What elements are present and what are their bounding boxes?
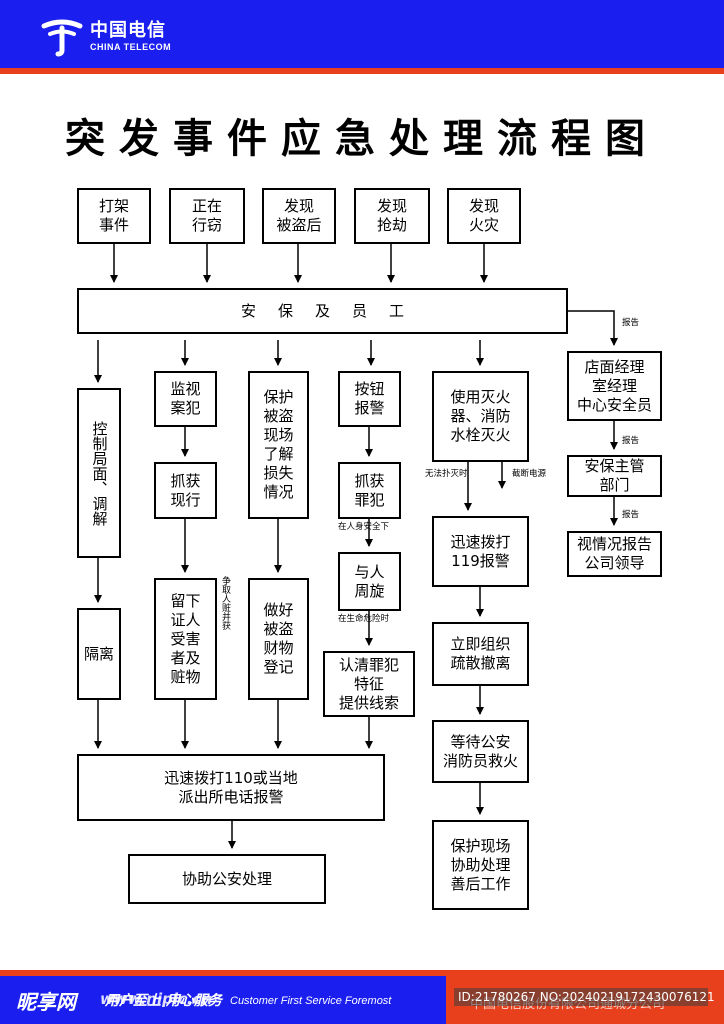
footer-stripe <box>0 970 724 976</box>
node-use-extinguisher: 使用灭火 器、消防 水栓灭火 <box>432 371 529 462</box>
note-report-3: 报告 <box>622 510 640 520</box>
node-press-alarm: 按钮 报警 <box>338 371 401 427</box>
note-report-2: 报告 <box>622 436 640 446</box>
node-call-110: 迅速拨打110或当地 派出所电话报警 <box>77 754 385 821</box>
node-catch-criminal: 抓获 罪犯 <box>338 462 401 519</box>
note-report-1: 报告 <box>622 318 640 328</box>
node-call-119: 迅速拨打 119报警 <box>432 516 529 587</box>
logo-text-en: CHINA TELECOM <box>90 42 172 52</box>
header-stripe <box>0 68 724 74</box>
node-wait-firefighters: 等待公安 消防员救火 <box>432 720 529 783</box>
node-keep-witness-label: 留下证人受害者及赃物 <box>170 591 201 686</box>
node-identify-criminal: 认清罪犯 特征 提供线索 <box>323 651 415 717</box>
node-monitor-suspect: 监视 案犯 <box>154 371 217 427</box>
node-protect-fire-scene: 保护现场 协助处理 善后工作 <box>432 820 529 910</box>
footer-slogan-en: Customer First Service Foremost <box>230 995 392 1007</box>
note-cut-power: 截断电源 <box>512 469 547 479</box>
watermark-id: ID:21780267 NO:20240219172430076121 <box>454 988 715 1006</box>
node-theft-in-progress: 正在 行窃 <box>169 188 245 244</box>
node-isolate: 隔离 <box>77 608 121 700</box>
node-control-mediate-label: 控制局面、调解 <box>90 420 109 526</box>
node-found-fire: 发现 火灾 <box>447 188 521 244</box>
node-security-staff: 安保及员工 <box>77 288 568 334</box>
note-cannot-extinguish: 无法扑灭时 <box>425 469 468 479</box>
logo-text-cn: 中国电信 <box>90 20 166 41</box>
china-telecom-logo: 中国电信 CHINA TELECOM <box>40 14 240 60</box>
node-evacuate: 立即组织 疏散撤离 <box>432 622 529 686</box>
node-assist-police: 协助公安处理 <box>128 854 326 904</box>
note-if-danger: 在生命危险时 <box>338 614 390 624</box>
node-fight: 打架 事件 <box>77 188 151 244</box>
node-found-robbery: 发现 抢劫 <box>354 188 430 244</box>
watermark-url: www.nipic.cn <box>100 990 213 1008</box>
note-seize-both: 争取人赃并获 <box>220 576 230 630</box>
node-store-manager: 店面经理 室经理 中心安全员 <box>567 351 662 421</box>
arrow <box>568 310 618 346</box>
node-found-stolen: 发现 被盗后 <box>262 188 336 244</box>
watermark-brand: 昵享网 <box>16 990 76 1014</box>
node-deal-with: 与人 周旋 <box>338 552 401 611</box>
node-protect-scene: 保护被盗现场了解损失情况 <box>248 371 309 519</box>
note-if-safe: 在人身安全下 <box>338 522 390 532</box>
page-title: 突发事件应急处理流程图 <box>65 115 659 162</box>
node-control-mediate: 控制局面、调解 <box>77 388 121 558</box>
node-catch-in-act: 抓获 现行 <box>154 462 217 519</box>
node-register-stolen: 做好 被盗 财物 登记 <box>248 578 309 700</box>
node-report-leader: 视情况报告 公司领导 <box>567 531 662 577</box>
node-protect-scene-label: 保护被盗现场了解损失情况 <box>263 388 294 501</box>
header-bar: 中国电信 CHINA TELECOM <box>0 0 724 68</box>
node-keep-witness: 留下证人受害者及赃物 <box>154 578 217 700</box>
footer-slogan-cn: 用户至上 用心服务 <box>105 993 222 1009</box>
node-security-dept: 安保主管 部门 <box>567 455 662 497</box>
telecom-mark-icon <box>41 19 83 57</box>
